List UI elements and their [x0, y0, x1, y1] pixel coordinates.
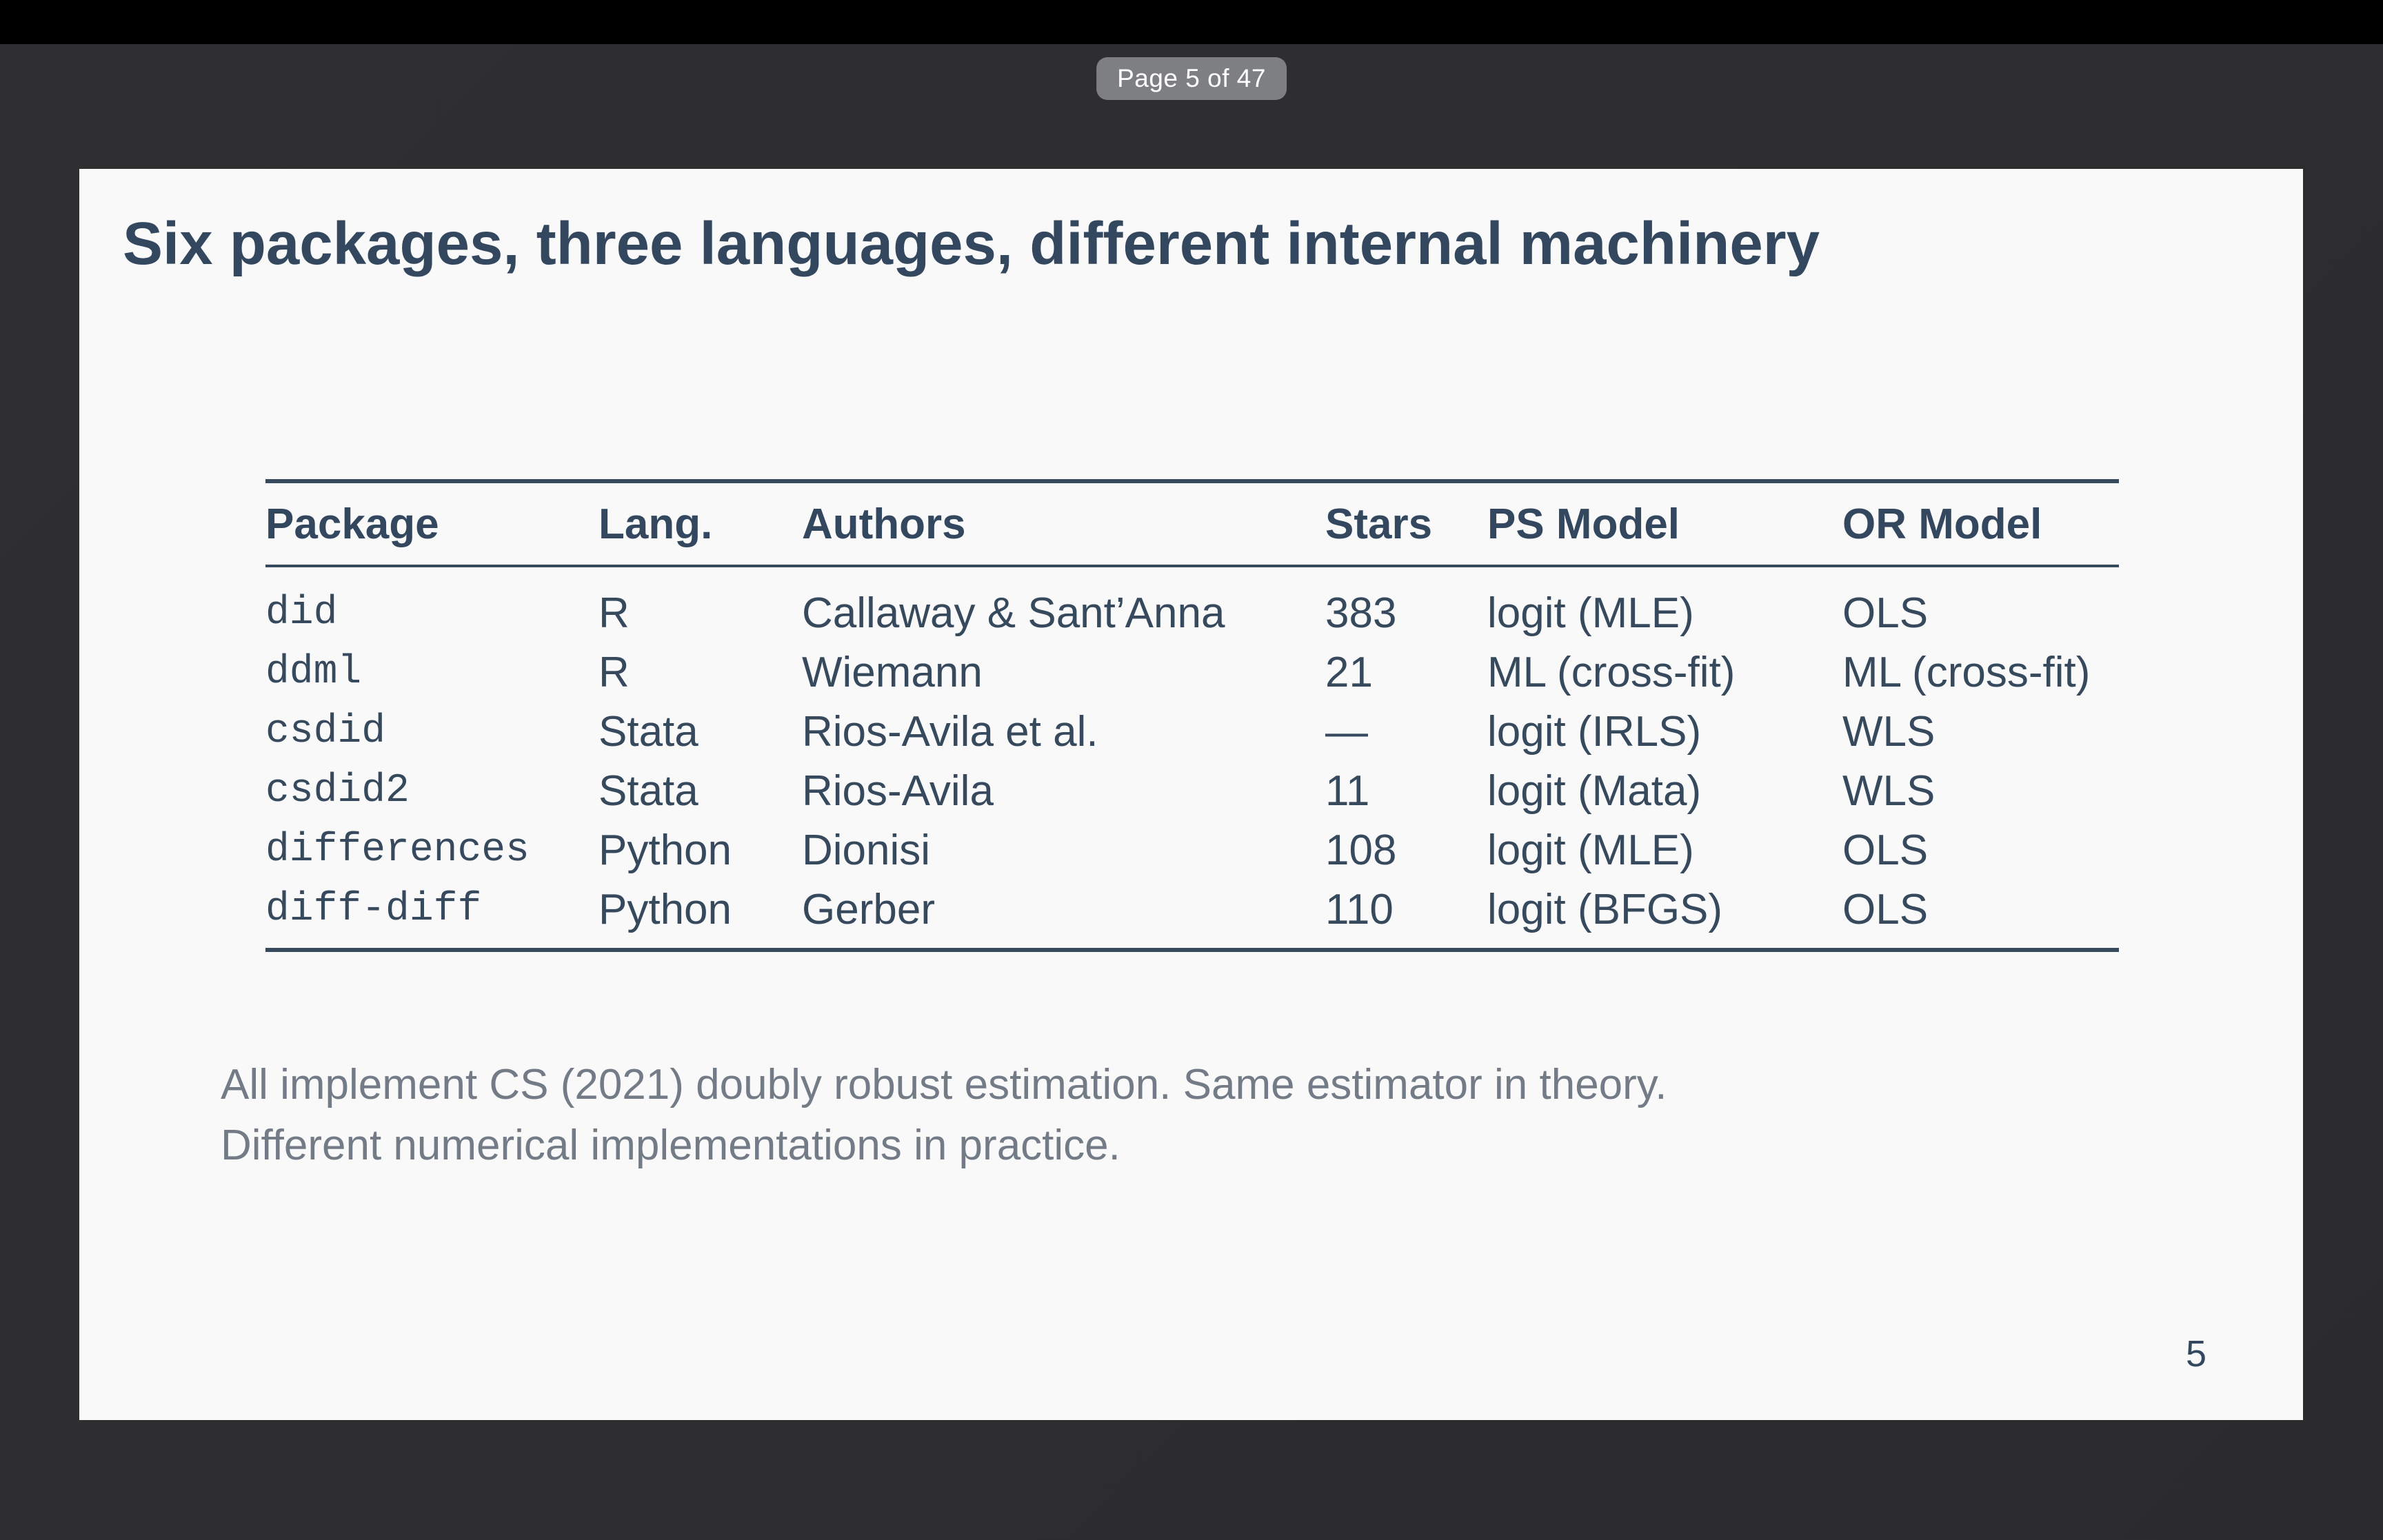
- col-header-package: Package: [265, 500, 439, 548]
- cell-authors: Rios-Avila et al.: [802, 708, 1098, 756]
- cell-ps-model: logit (BFGS): [1487, 886, 1723, 933]
- slide-page: Six packages, three languages, different…: [79, 169, 2303, 1420]
- cell-package: differences: [265, 828, 530, 873]
- cell-ps-model: logit (MLE): [1487, 827, 1694, 874]
- cell-lang: Python: [599, 827, 732, 874]
- cell-stars: 110: [1325, 886, 1394, 933]
- table-bottom-rule: [265, 948, 2119, 952]
- table-body: did R Callaway & Sant’Anna 383 logit (ML…: [265, 567, 2119, 948]
- cell-authors: Callaway & Sant’Anna: [802, 589, 1225, 637]
- cell-stars: 108: [1325, 827, 1397, 874]
- cell-stars: —: [1325, 708, 1368, 756]
- slide-page-number: 5: [2185, 1333, 2206, 1375]
- col-header-lang: Lang.: [599, 500, 713, 548]
- table-header-row: Package Lang. Authors Stars PS Model OR …: [265, 483, 2119, 565]
- cell-or-model: OLS: [1842, 589, 1929, 637]
- cell-authors: Wiemann: [802, 649, 983, 696]
- cell-or-model: ML (cross-fit): [1842, 649, 2091, 696]
- cell-lang: Stata: [599, 767, 698, 815]
- cell-or-model: OLS: [1842, 886, 1929, 933]
- cell-package: did: [265, 591, 338, 636]
- cell-lang: Stata: [599, 708, 698, 756]
- cell-package: diff-diff: [265, 887, 482, 932]
- cell-stars: 21: [1325, 649, 1373, 696]
- table-mid-rule: [265, 565, 2119, 567]
- table-top-rule: [265, 479, 2119, 483]
- cell-or-model: WLS: [1842, 767, 1935, 815]
- cell-package: csdid2: [265, 769, 410, 813]
- page-indicator-label: Page 5 of 47: [1117, 64, 1266, 92]
- cell-lang: Python: [599, 886, 732, 933]
- col-header-or-model: OR Model: [1842, 500, 2042, 548]
- cell-ps-model: logit (MLE): [1487, 589, 1694, 637]
- cell-lang: R: [599, 649, 630, 696]
- note-line: All implement CS (2021) doubly robust es…: [221, 1061, 1667, 1108]
- cell-or-model: WLS: [1842, 708, 1935, 756]
- cell-authors: Gerber: [802, 886, 935, 933]
- cell-package: ddml: [265, 650, 362, 695]
- cell-stars: 383: [1325, 589, 1397, 637]
- cell-lang: R: [599, 589, 630, 637]
- cell-ps-model: ML (cross-fit): [1487, 649, 1736, 696]
- slide-title: Six packages, three languages, different…: [123, 210, 1820, 277]
- cell-package: csdid: [265, 709, 386, 754]
- cell-ps-model: logit (Mata): [1487, 767, 1702, 815]
- cell-authors: Rios-Avila: [802, 767, 994, 815]
- col-header-ps-model: PS Model: [1487, 500, 1680, 548]
- cell-or-model: OLS: [1842, 827, 1929, 874]
- cell-authors: Dionisi: [802, 827, 931, 874]
- cell-stars: 11: [1325, 767, 1370, 815]
- page-indicator-badge: Page 5 of 47: [1096, 57, 1287, 100]
- col-header-stars: Stars: [1325, 500, 1433, 548]
- slide-notes: All implement CS (2021) doubly robust es…: [221, 1055, 1667, 1176]
- note-line: Different numerical implementations in p…: [221, 1122, 1120, 1169]
- col-header-authors: Authors: [802, 500, 966, 548]
- window-top-bar: [0, 0, 2383, 44]
- cell-ps-model: logit (IRLS): [1487, 708, 1702, 756]
- packages-table: Package Lang. Authors Stars PS Model OR …: [265, 479, 2119, 952]
